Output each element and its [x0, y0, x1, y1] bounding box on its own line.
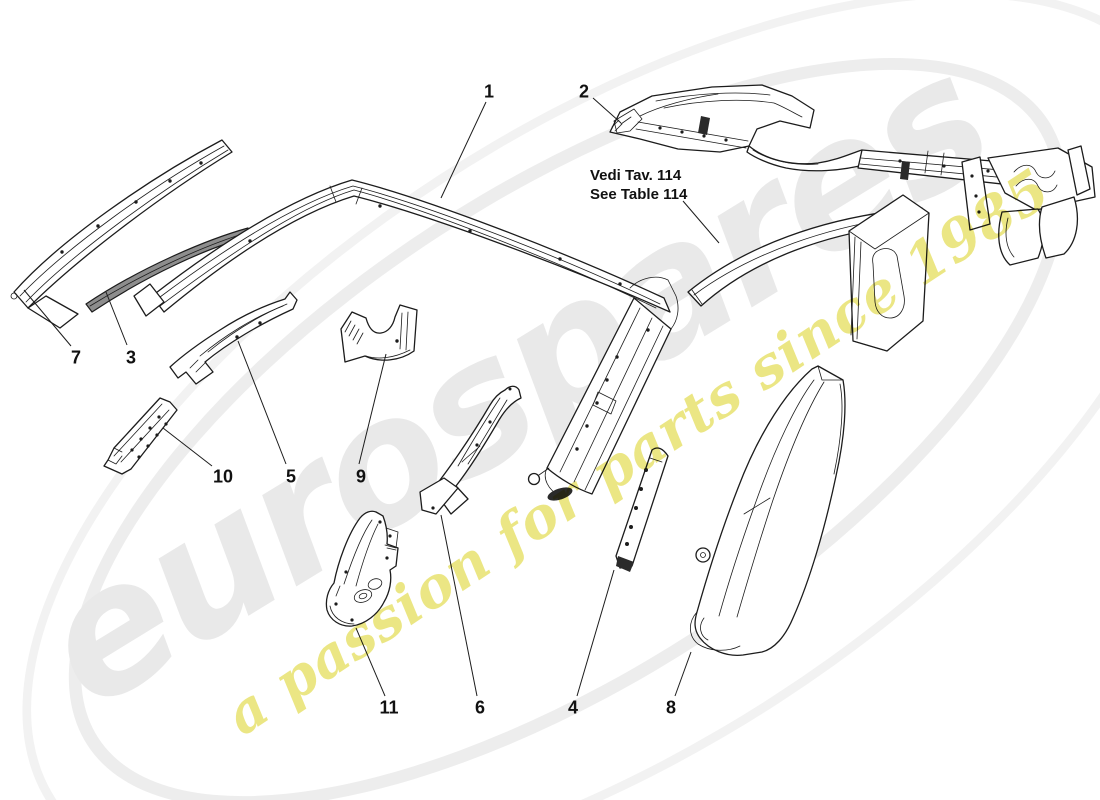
- part-6-b-pillar-lower: [419, 385, 522, 515]
- part-2-rear-bulkhead: [609, 84, 1096, 266]
- part-7-windscreen-header: [10, 139, 233, 329]
- callout-3: 3: [125, 347, 137, 368]
- callout-9: 9: [355, 466, 367, 487]
- part-1-roof-frame: [133, 179, 679, 501]
- callout-11: 11: [379, 697, 399, 718]
- table-reference-note: Vedi Tav. 114 See Table 114: [590, 166, 687, 204]
- part-11-hinge-bracket: [325, 510, 399, 627]
- callout-2: 2: [578, 81, 590, 102]
- part-8-sail-panel: [689, 365, 846, 656]
- quarter-panel-reference: [848, 194, 930, 352]
- callout-5: 5: [285, 466, 297, 487]
- callout-10: 10: [212, 466, 234, 487]
- part-5-a-pillar-inner: [169, 291, 298, 385]
- leader-lines: [23, 97, 720, 697]
- part-4-reinforcement-strip: [615, 447, 669, 572]
- callout-8: 8: [665, 697, 677, 718]
- callout-4: 4: [567, 697, 579, 718]
- part-10-rail-bracket: [103, 397, 178, 475]
- callout-7: 7: [70, 347, 82, 368]
- callout-1: 1: [483, 81, 495, 102]
- callout-6: 6: [474, 697, 486, 718]
- table-reference-note-italian: Vedi Tav. 114: [590, 167, 682, 184]
- table-reference-note-english: See Table 114: [590, 186, 688, 203]
